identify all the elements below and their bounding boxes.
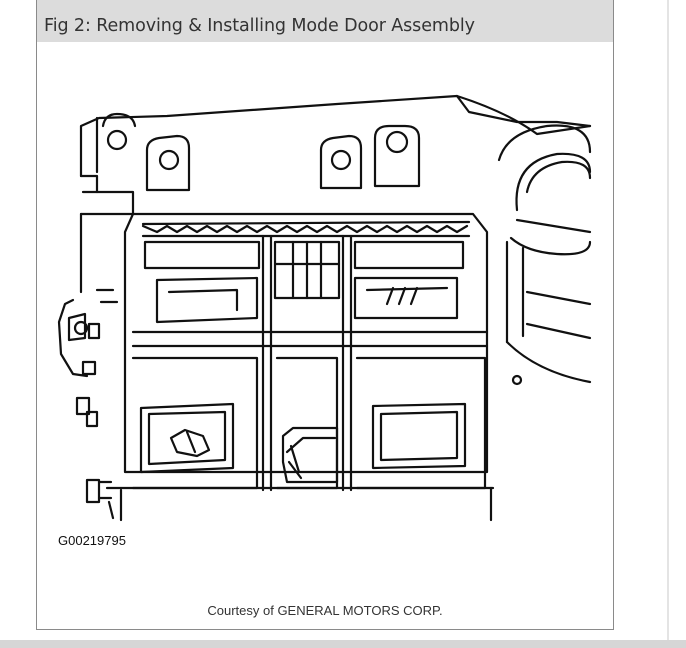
figure-id: G00219795 [58, 533, 126, 548]
bottom-bar [0, 640, 686, 648]
figure-credit: Courtesy of GENERAL MOTORS CORP. [207, 603, 443, 618]
figure-frame: Fig 2: Removing & Installing Mode Door A… [36, 0, 614, 630]
figure-title: Fig 2: Removing & Installing Mode Door A… [44, 16, 475, 36]
gutter-divider [667, 0, 669, 648]
right-gutter [613, 0, 686, 648]
figure-header: Fig 2: Removing & Installing Mode Door A… [37, 0, 613, 42]
mode-door-assembly-drawing [57, 94, 592, 522]
